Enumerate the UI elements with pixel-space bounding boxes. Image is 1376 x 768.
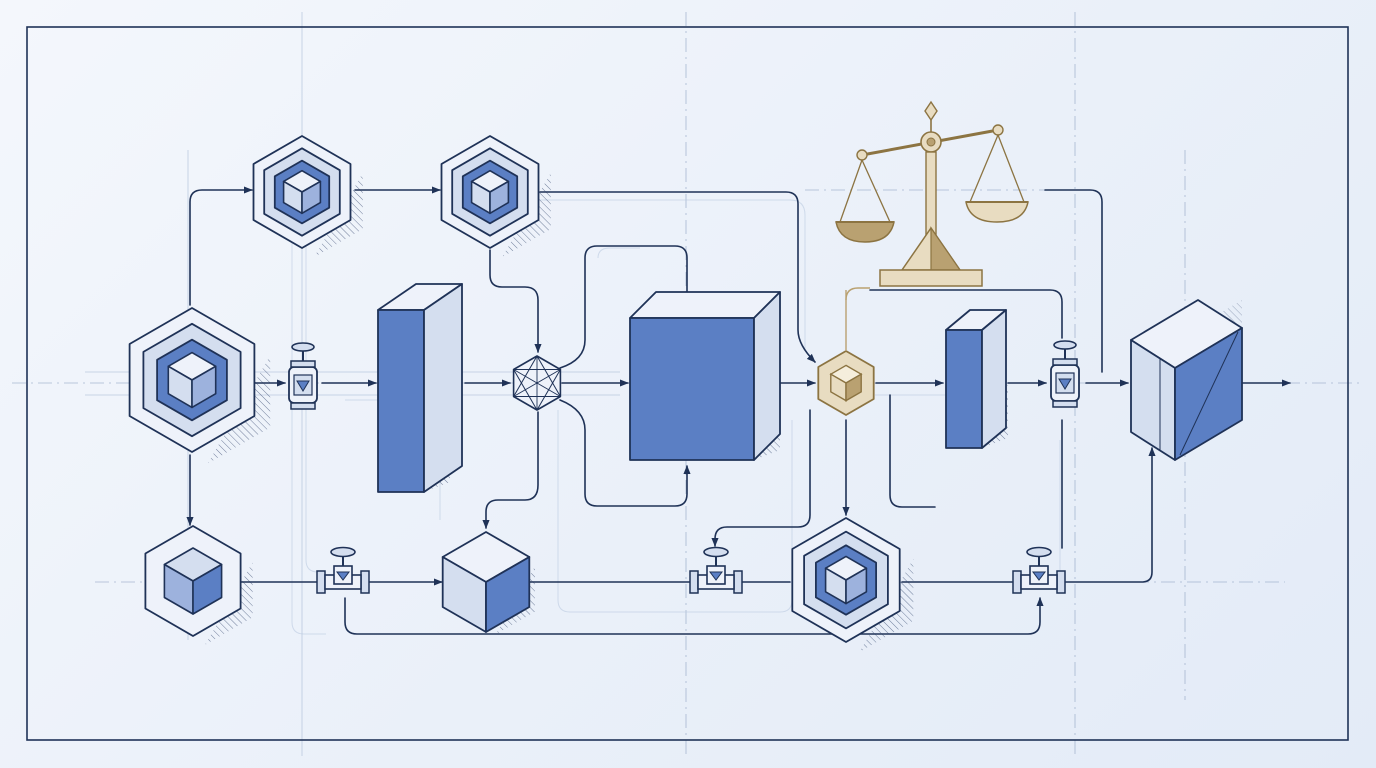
cube-bottom bbox=[441, 531, 535, 635]
valve-bottom-2 bbox=[689, 546, 743, 594]
output-block bbox=[1130, 299, 1243, 461]
edge-gold-to-valve-bottom-2 bbox=[711, 409, 811, 547]
hex-source bbox=[128, 307, 271, 464]
edge-loop-over-panel bbox=[559, 245, 691, 369]
balance-scale bbox=[835, 100, 1029, 287]
edge-bottom-return bbox=[344, 597, 1044, 635]
edge-top-mid-to-hub bbox=[489, 249, 542, 353]
panel-tall bbox=[377, 283, 463, 493]
valve-bottom-1 bbox=[316, 546, 370, 594]
panel-small bbox=[945, 309, 1008, 449]
edge-gold-to-right bbox=[869, 289, 1063, 339]
junction-hub bbox=[512, 355, 562, 411]
hex-bottom-left bbox=[144, 525, 253, 645]
edge-scale-route bbox=[1044, 189, 1103, 373]
valve-main-1 bbox=[288, 342, 318, 410]
diagram-frame bbox=[26, 26, 1349, 741]
valve-main-2 bbox=[1050, 340, 1080, 408]
hex-top-left bbox=[252, 135, 363, 257]
hex-top-mid bbox=[440, 135, 551, 257]
edge-top-mid-to-gold-hub bbox=[539, 191, 816, 363]
edge-hub-to-cube-bottom bbox=[482, 411, 539, 529]
panel-wide bbox=[629, 291, 781, 461]
edge-right-down bbox=[889, 394, 936, 508]
edge-loop-under-panel bbox=[559, 399, 691, 507]
edge-valve-3-to-output bbox=[1065, 447, 1156, 583]
gold-hub bbox=[817, 287, 875, 416]
valve-bottom-3 bbox=[1012, 546, 1066, 594]
hex-bottom-right bbox=[791, 517, 914, 652]
edge-source-to-top-left bbox=[189, 186, 253, 306]
